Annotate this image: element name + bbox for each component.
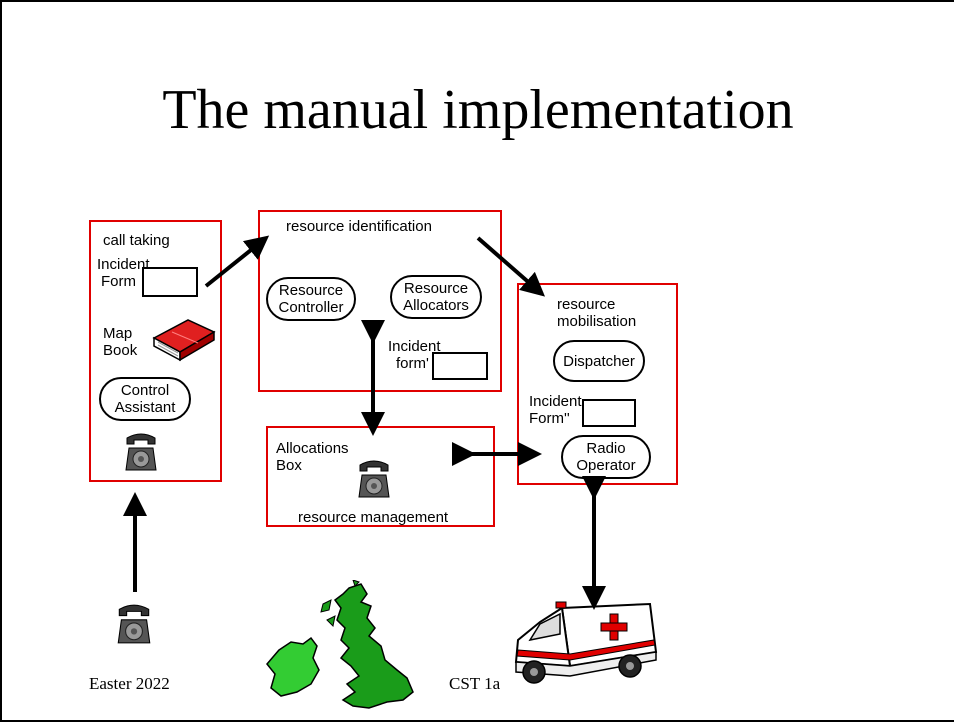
- call-taking-box: [89, 220, 222, 482]
- telephone-icon: [117, 604, 151, 644]
- resource-mobilisation-heading: resource mobilisation: [557, 296, 637, 330]
- slide-title: The manual implementation: [162, 79, 794, 141]
- call-taking-incident-form-label: Incident Form: [97, 256, 150, 290]
- telephone-icon: [358, 460, 390, 498]
- call-taking-heading: call taking: [103, 232, 170, 249]
- map-book-icon: [152, 319, 216, 362]
- allocations-box-label: Allocations Box: [276, 440, 349, 474]
- uk-ireland-map-icon: [266, 580, 414, 709]
- control-assistant-node: Control Assistant: [99, 377, 191, 421]
- resource-identification-heading: resource identification: [286, 218, 432, 235]
- resource-identification-incident-form: [432, 352, 488, 380]
- footer-left: Easter 2022: [89, 674, 170, 693]
- resource-mobilisation-incident-form: [582, 399, 636, 427]
- call-taking-incident-form: [142, 267, 198, 297]
- ambulance-icon: [514, 601, 658, 684]
- radio-operator-node: Radio Operator: [561, 435, 651, 479]
- resource-allocators-node: Resource Allocators: [390, 275, 482, 319]
- resource-identification-incident-form-label: Incident form': [388, 338, 441, 372]
- telephone-icon: [125, 433, 157, 471]
- footer-right: CST 1a: [449, 674, 501, 693]
- resource-controller-node: Resource Controller: [266, 277, 356, 321]
- resource-mobilisation-incident-form-label: Incident Form'': [529, 393, 582, 427]
- dispatcher-node: Dispatcher: [553, 340, 645, 382]
- map-book-label: Map Book: [103, 325, 138, 359]
- resource-management-heading: resource management: [298, 509, 449, 526]
